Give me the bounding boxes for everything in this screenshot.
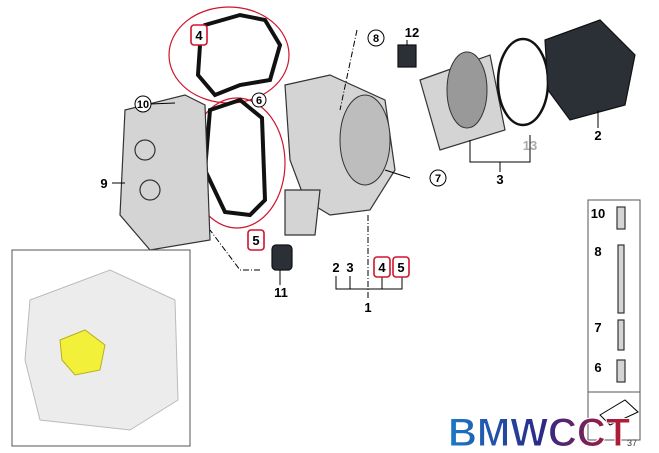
callout-4: 4 bbox=[195, 28, 203, 43]
bolt-10 bbox=[616, 206, 626, 230]
group-item-5: 5 bbox=[397, 260, 404, 275]
callout-circle-8 bbox=[367, 29, 385, 47]
port bbox=[134, 139, 156, 161]
callout-11: 11 bbox=[274, 285, 288, 300]
bolt-label-8: 8 bbox=[594, 244, 601, 259]
group-item-2: 2 bbox=[332, 260, 339, 275]
sensor-12 bbox=[397, 44, 417, 68]
bolt-8 bbox=[617, 244, 625, 314]
group-item-4: 4 bbox=[378, 260, 386, 275]
callout-3: 3 bbox=[496, 172, 503, 187]
bolt-6 bbox=[616, 359, 626, 383]
group-box-4 bbox=[373, 256, 391, 278]
bolt-panel bbox=[587, 199, 641, 441]
callout-circle-6 bbox=[251, 92, 267, 108]
callout-8: 8 bbox=[373, 33, 379, 45]
callout-5: 5 bbox=[252, 233, 259, 248]
housing-outlet bbox=[284, 189, 321, 236]
engine-highlight-part bbox=[59, 329, 106, 376]
oil-filter-cap bbox=[544, 19, 636, 121]
housing-bore bbox=[339, 94, 391, 186]
plug-11 bbox=[271, 244, 293, 271]
callout-12: 12 bbox=[405, 25, 419, 40]
callout-circle-7 bbox=[429, 169, 447, 187]
callout-10: 10 bbox=[137, 99, 149, 111]
group-box-5 bbox=[392, 256, 410, 278]
callout-2: 2 bbox=[594, 128, 601, 143]
callout-9: 9 bbox=[100, 176, 107, 191]
oil-cooler-adapter bbox=[119, 94, 211, 251]
bolt-7 bbox=[617, 319, 625, 351]
port bbox=[139, 179, 161, 201]
gasket-5 bbox=[202, 97, 268, 218]
callout-1: 1 bbox=[364, 300, 371, 315]
bolt-label-10: 10 bbox=[591, 206, 605, 221]
watermark-logo: BMWCCT bbox=[448, 411, 630, 453]
group-item-3: 3 bbox=[346, 260, 353, 275]
filter-end bbox=[446, 51, 488, 129]
callout-box-5 bbox=[247, 229, 265, 251]
callout-circle-10 bbox=[134, 95, 152, 113]
diagram-symbol bbox=[599, 399, 639, 426]
gasket-4 bbox=[195, 12, 283, 98]
o-ring-13 bbox=[496, 37, 550, 127]
callout-box-4 bbox=[190, 24, 208, 46]
callout-6: 6 bbox=[256, 95, 262, 107]
callout-13: 13 bbox=[523, 138, 537, 153]
diagram-number: 37 bbox=[627, 438, 637, 448]
bolt-label-6: 6 bbox=[594, 360, 601, 375]
callout-7: 7 bbox=[435, 173, 441, 185]
bolt-label-7: 7 bbox=[594, 320, 601, 335]
